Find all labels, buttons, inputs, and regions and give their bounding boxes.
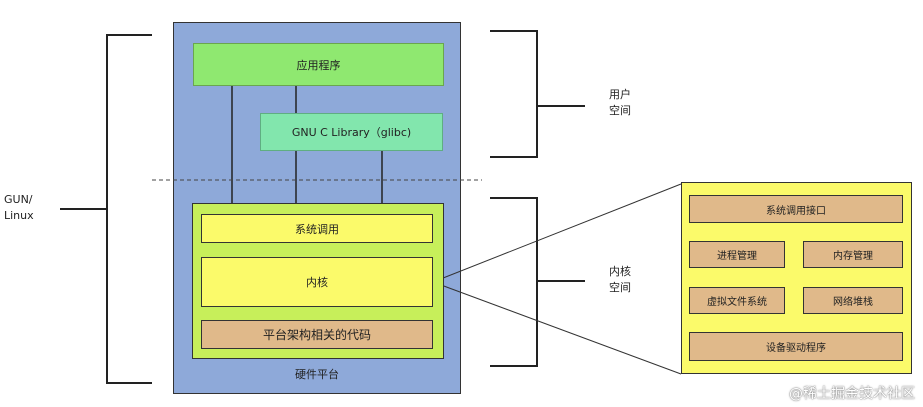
kernel-space-label: 内核 空间 bbox=[600, 264, 640, 296]
user-space-bracket bbox=[490, 30, 538, 158]
process-management-box: 进程管理 bbox=[689, 241, 785, 268]
virtual-file-system-box: 虚拟文件系统 bbox=[689, 287, 785, 314]
user-space-label-line2: 空间 bbox=[609, 104, 631, 117]
memory-management-box: 内存管理 bbox=[803, 241, 903, 268]
gnu-linux-bracket bbox=[106, 34, 152, 384]
watermark-text: @稀土掘金技术社区 bbox=[789, 386, 915, 402]
kernel-space-bracket bbox=[490, 197, 538, 367]
zoom-line-top bbox=[432, 183, 682, 283]
glibc-box: GNU C Library（glibc) bbox=[260, 113, 443, 151]
kernel-box: 内核 bbox=[201, 257, 433, 307]
hardware-platform-label: 硬件平台 bbox=[295, 368, 339, 381]
arch-specific-code-box: 平台架构相关的代码 bbox=[201, 320, 433, 349]
gnu-linux-label: GUN/ Linux bbox=[4, 192, 54, 224]
network-stack-box: 网络堆栈 bbox=[803, 287, 903, 314]
user-space-label: 用户 空间 bbox=[600, 87, 640, 119]
system-call-interface-box: 系统调用接口 bbox=[689, 195, 903, 223]
system-call-box: 系统调用 bbox=[201, 214, 433, 243]
gnu-linux-label-line2: Linux bbox=[4, 209, 34, 222]
kernel-space-label-line2: 空间 bbox=[609, 281, 631, 294]
device-drivers-box: 设备驱动程序 bbox=[689, 332, 903, 361]
kernel-space-label-line1: 内核 bbox=[609, 265, 631, 278]
user-space-label-line1: 用户 bbox=[609, 88, 631, 101]
gnu-linux-label-line1: GUN/ bbox=[4, 193, 33, 206]
application-box: 应用程序 bbox=[193, 43, 444, 86]
zoom-line-bottom bbox=[432, 281, 682, 375]
